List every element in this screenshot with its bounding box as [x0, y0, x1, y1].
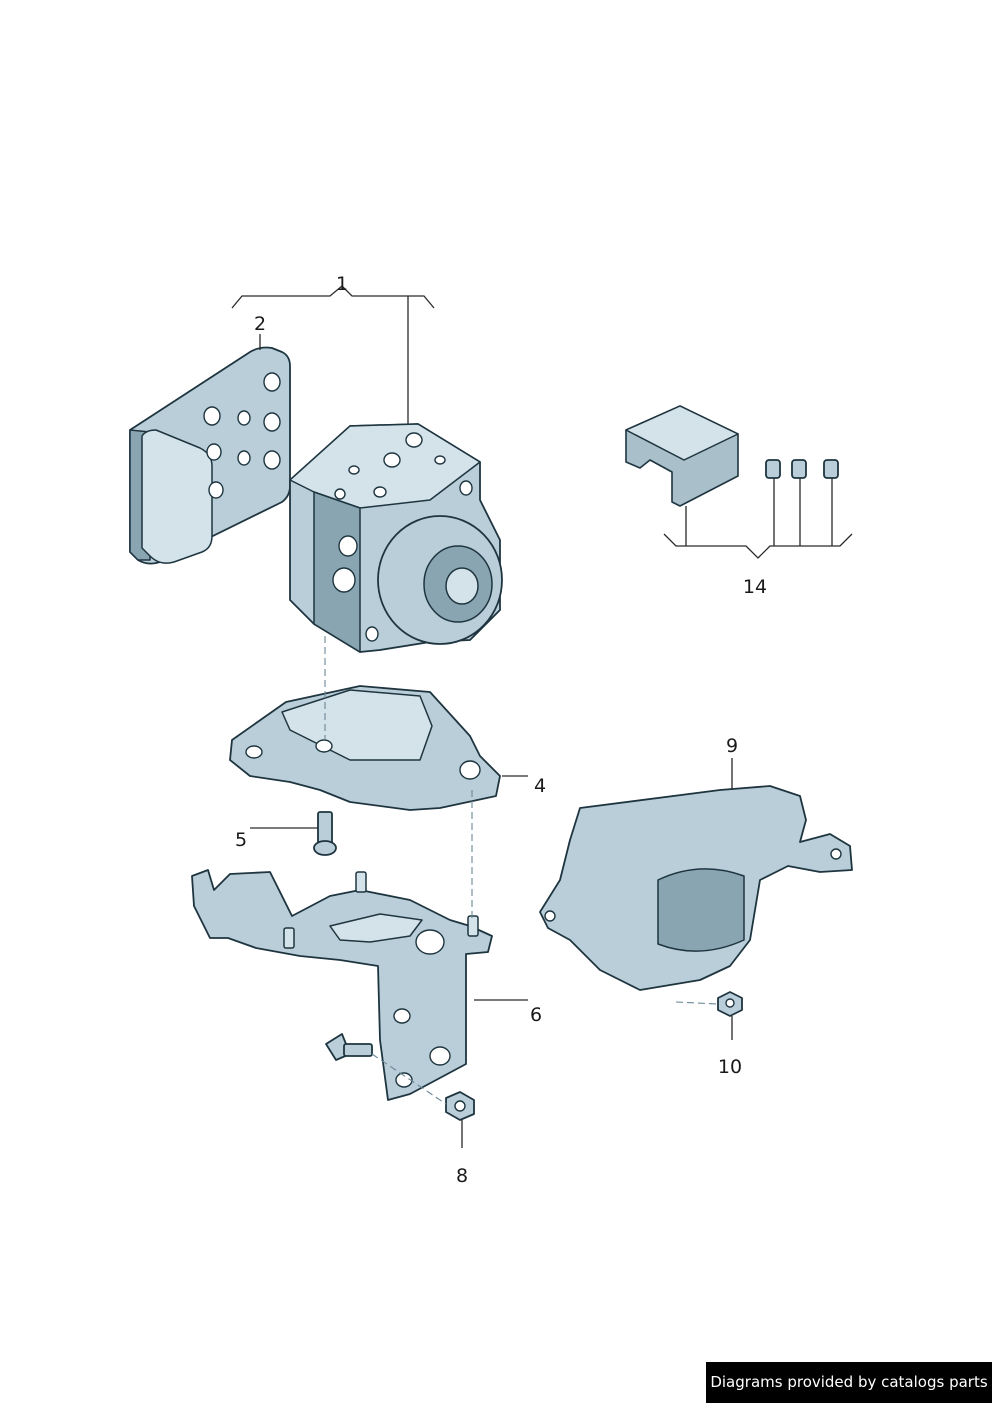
callout-8: 8 — [456, 1165, 468, 1187]
assembly-line — [371, 1053, 447, 1105]
mounting-plate — [229, 685, 501, 811]
callout-4: 4 — [534, 775, 546, 797]
callout-1: 1 — [336, 273, 348, 295]
assembly-line — [675, 1001, 719, 1005]
callout-6: 6 — [530, 1004, 542, 1026]
callout-5: 5 — [235, 829, 247, 851]
callout-10: 10 — [718, 1056, 742, 1078]
foam-pad — [625, 405, 739, 507]
abs-hydraulic-unit — [289, 423, 503, 653]
nut — [717, 991, 743, 1017]
bracket — [191, 869, 493, 1101]
callout-9: 9 — [726, 735, 738, 757]
control-unit-plate — [129, 346, 291, 565]
bolt — [313, 811, 337, 856]
callout-14: 14 — [743, 576, 767, 598]
leader-1 — [231, 285, 435, 424]
protective-cover — [539, 785, 853, 991]
hex-nut — [445, 1091, 475, 1121]
credit-banner: Diagrams provided by catalogs parts — [706, 1362, 992, 1403]
callout-2: 2 — [254, 313, 266, 335]
hex-bolt — [325, 1033, 373, 1061]
leader-14 — [663, 478, 853, 559]
clip-set — [765, 459, 839, 479]
